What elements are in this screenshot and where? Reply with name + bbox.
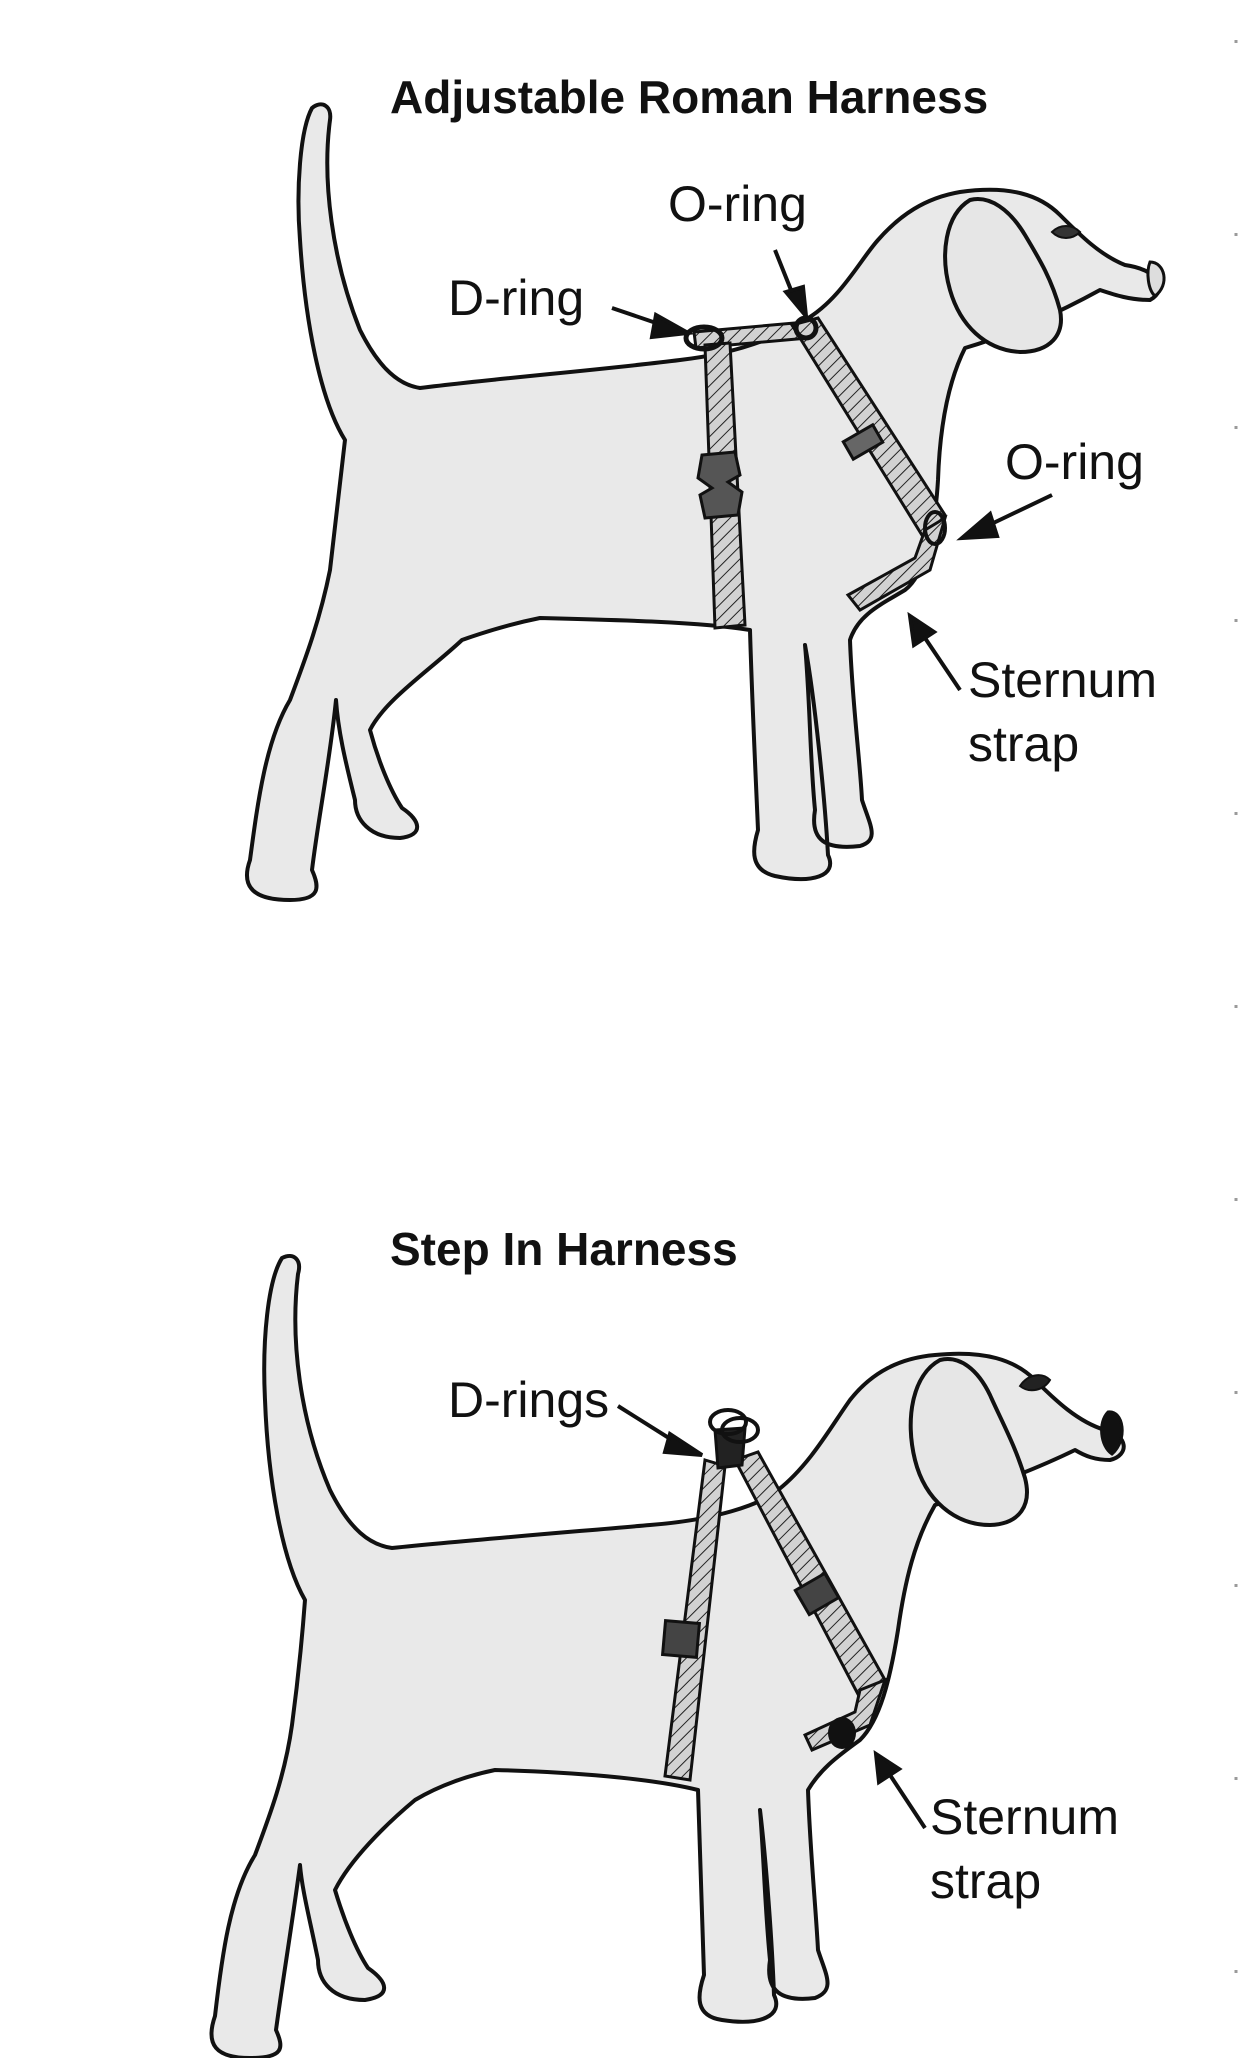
girth-strap-buckle (696, 450, 744, 520)
d-ring-1 (708, 1408, 748, 1436)
arrowhead-sternum-strap (907, 611, 938, 649)
sternum-strap (803, 1677, 888, 1752)
arrowhead-d-ring (649, 311, 695, 340)
right-edge-dots (1234, 40, 1238, 2040)
dog-eye (1050, 225, 1082, 239)
sternum-buckle (828, 1717, 856, 1749)
arrowhead-o-ring-top (782, 284, 809, 323)
label-sternum-strap: Sternum strap (930, 1789, 1119, 1909)
chest-strap-adjuster (793, 1571, 841, 1617)
label-o-ring-chest: O-ring (1005, 434, 1144, 490)
step-in-harness-illustration (209, 1254, 1126, 2058)
arrowhead-d-rings (662, 1430, 704, 1457)
step-in-harness (660, 1408, 888, 1782)
d-ring (683, 324, 725, 352)
roman-harness-illustration (244, 102, 1166, 902)
dog-illustration (209, 1254, 1126, 2058)
arrow-sternum-strap (923, 636, 962, 692)
label-sternum-strap: Sternum strap (968, 652, 1157, 772)
arrow-o-ring-chest (984, 493, 1053, 529)
dog-ear (908, 1357, 1029, 1528)
roman-harness-diagram: Adjustable Roman Harness O-ring D-ring O… (0, 0, 1242, 960)
callout-arrows (611, 249, 1053, 692)
arrowhead-sternum-strap (873, 1750, 903, 1786)
diagram-title: Adjustable Roman Harness (390, 71, 989, 123)
dog-nose (1146, 260, 1166, 298)
arrowhead-o-ring-chest (956, 510, 1000, 541)
d-rings-top-strap (713, 1426, 747, 1470)
o-ring-chest (923, 510, 947, 546)
neck-strap-slider (841, 422, 885, 462)
dog-eye (1018, 1374, 1052, 1392)
dog-ear (943, 197, 1063, 355)
arrow-sternum-strap (888, 1773, 927, 1830)
left-strap-adjuster (660, 1618, 702, 1660)
callout-arrows (616, 1404, 927, 1830)
label-d-rings: D-rings (448, 1372, 610, 1428)
step-in-harness-diagram: Step In Harness D-rings Sternum strap (0, 1160, 1242, 2058)
roman-harness (683, 315, 948, 630)
dog-nose (1100, 1410, 1124, 1456)
d-ring-2 (720, 1416, 760, 1444)
label-o-ring-top: O-ring (668, 176, 807, 232)
diagram-title: Step In Harness (390, 1223, 738, 1275)
label-d-ring: D-ring (448, 270, 585, 326)
